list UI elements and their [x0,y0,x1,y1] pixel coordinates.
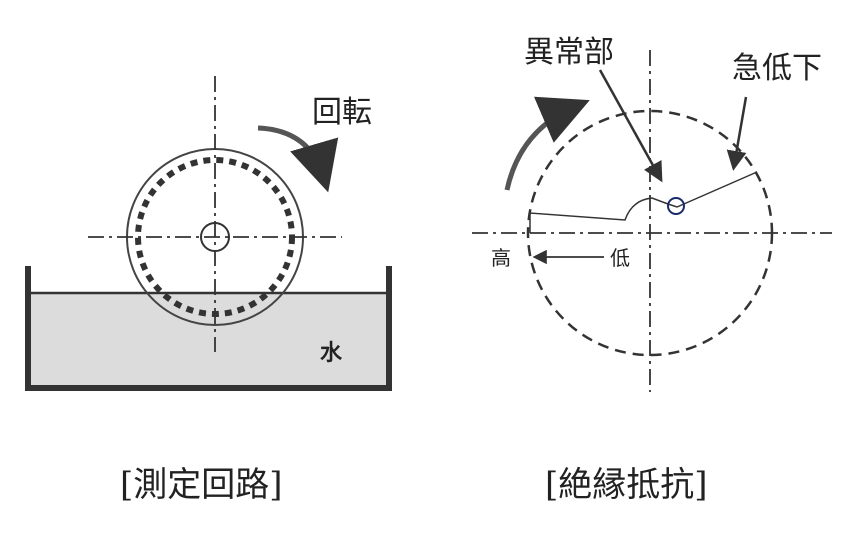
measurement-circuit-diagram: 回転 水 [測定回路] [25,76,392,505]
anomaly-marker [667,197,685,215]
sudden-drop-label: 急低下 [732,51,822,86]
water-tank [25,266,392,391]
anomaly-label: 異常部 [524,35,614,70]
rotation-label: 回転 [312,95,372,130]
water-label: 水 [320,341,343,366]
rotation-arrow-icon [504,96,590,191]
insulation-resistance-diagram: 異常部 急低下 高 低 [絶縁抵抗] [472,35,832,505]
sudden-drop-pointer-arrow [726,96,748,171]
insulation-resistance-caption: [絶縁抵抗] [545,465,708,505]
anomaly-pointer-arrow [598,69,663,183]
rotation-arrow-icon [257,125,339,193]
high-label: 高 [491,246,511,270]
measurement-circuit-caption: [測定回路] [120,465,283,505]
low-label: 低 [610,246,630,270]
resistance-trace [529,171,758,233]
water-body [30,293,387,385]
